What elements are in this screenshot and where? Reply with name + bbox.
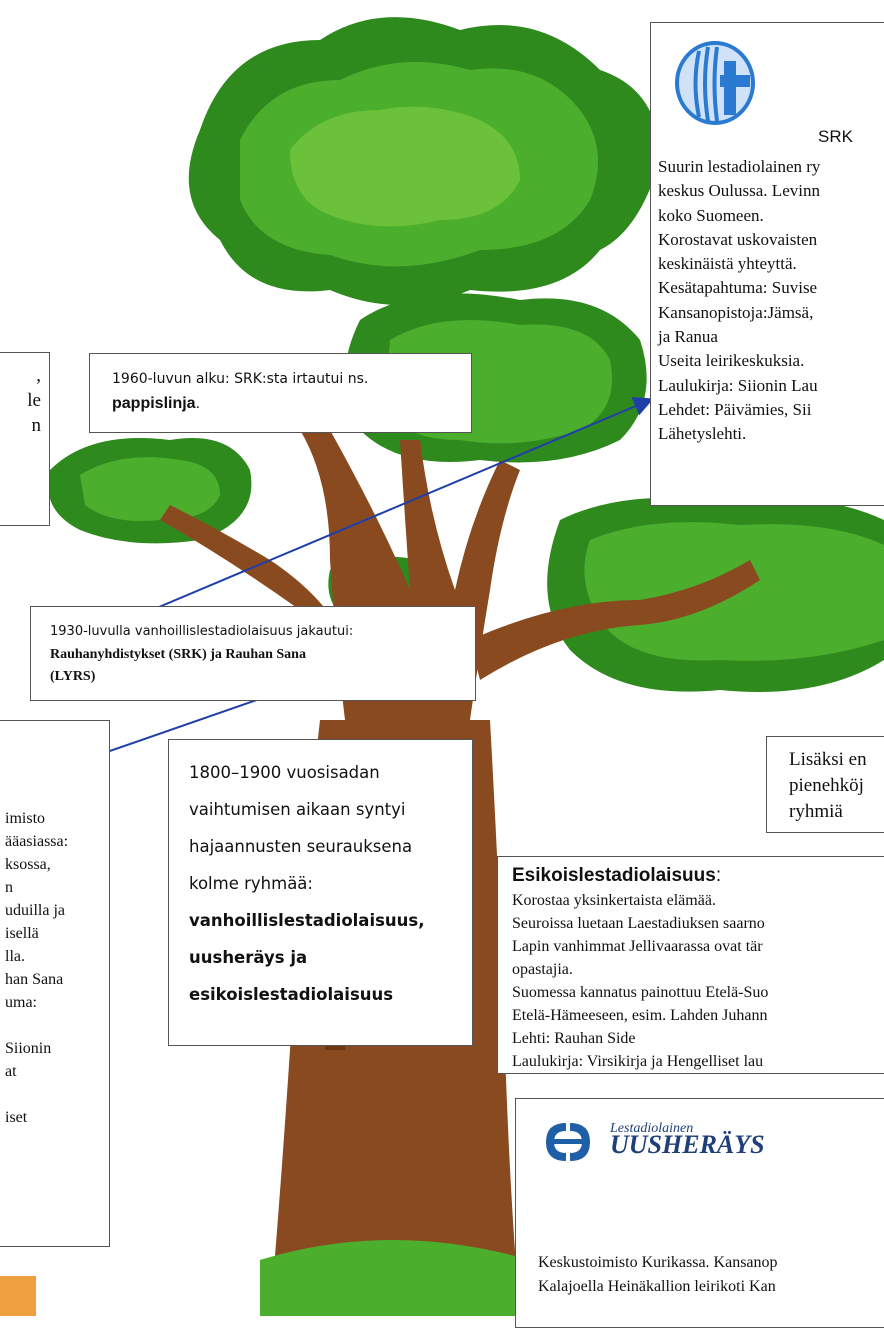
srk-line-8: ja Ranua: [658, 327, 718, 347]
uusheratys-logo-line-1: Lestadiolainen: [610, 1121, 694, 1136]
lisaksi-box: Lisäksi en pienehköj ryhmiä: [766, 736, 884, 833]
srk-line-1: Suurin lestadiolainen ry: [658, 157, 821, 176]
lyrs-box: imisto ääasiassa: ksossa, n uduilla ja i…: [0, 720, 110, 1247]
lyrs-line-4: n: [5, 879, 13, 896]
uusheratys-logo-icon: [546, 1123, 590, 1161]
split-1930-line-1: 1930-luvulla vanhoillislestadiolaisuus j…: [50, 624, 354, 639]
intro-group-1: vanhoillislestadiolaisuus,: [189, 911, 425, 930]
pappislinja-label: pappislinja: [112, 395, 196, 412]
intro-group-3: esikoislestadiolaisuus: [189, 985, 394, 1004]
left-top-line-3: n: [31, 415, 42, 436]
esikois-line-5: Suomessa kannatus painottuu Etelä-Suo: [512, 984, 769, 1001]
srk-line-2: keskus Oulussa. Levinn: [658, 181, 820, 201]
lisaksi-line-2: pienehköj: [789, 775, 864, 796]
split-1960-line-1: 1960-luvun alku: SRK:sta irtautui ns.: [112, 371, 369, 387]
esikois-line-8: Laulukirja: Virsikirja ja Hengelliset la…: [512, 1053, 764, 1070]
srk-logo-label: SRK: [818, 127, 853, 146]
lisaksi-line-3: ryhmiä: [789, 801, 843, 822]
left-top-box: , le n: [0, 352, 50, 526]
split-1960-box: 1960-luvun alku: SRK:sta irtautui ns. pa…: [89, 353, 472, 433]
lyrs-line-2: ääasiassa:: [5, 833, 69, 850]
intro-line-4: kolme ryhmää:: [189, 874, 313, 893]
lyrs-line-9: uma:: [5, 994, 37, 1011]
uusheratys-line-2: Kalajoella Heinäkallion leirikoti Kan: [538, 1278, 776, 1295]
srk-box: SRK Suurin lestadiolainen ry keskus Oulu…: [650, 22, 884, 506]
lyrs-line-12: at: [5, 1063, 17, 1080]
orange-corner-mark: [0, 1276, 36, 1316]
srk-logo: SRK: [658, 23, 884, 146]
esikois-line-6: Etelä-Hämeeseen, esim. Lahden Juhann: [512, 1007, 768, 1024]
pappislinja-period: .: [195, 395, 201, 412]
lyrs-line-6: isellä: [5, 925, 39, 942]
left-top-line-2: le: [27, 390, 41, 411]
uusheratys-box: Lestadiolainen UUSHERÄYS Keskustoimisto …: [515, 1098, 884, 1328]
lyrs-line-10: [5, 1014, 109, 1037]
srk-line-12: Lähetyslehti.: [658, 424, 747, 444]
uusheratys-logo: Lestadiolainen UUSHERÄYS: [538, 1099, 884, 1181]
esikois-title: Esikoislestadiolaisuus: [512, 865, 716, 886]
uusheratys-line-1: Keskustoimisto Kurikassa. Kansanop: [538, 1254, 778, 1271]
esikois-line-3: Lapin vanhimmat Jellivaarassa ovat tär: [512, 938, 763, 955]
lisaksi-line-1: Lisäksi en: [789, 749, 867, 770]
arrow-to-srk: [139, 397, 654, 616]
esikois-line-1: Korostaa yksinkertaista elämää.: [512, 892, 716, 909]
split-1930-line-3: (LYRS): [50, 669, 96, 684]
intro-line-2: vaihtumisen aikaan syntyi: [189, 800, 406, 819]
lyrs-line-14: iset: [5, 1109, 28, 1126]
srk-line-5: keskinäistä yhteyttä.: [658, 254, 797, 274]
split-1930-box: 1930-luvulla vanhoillislestadiolaisuus j…: [30, 606, 476, 701]
esikois-line-4: opastajia.: [512, 961, 573, 978]
lyrs-line-3: ksossa,: [5, 856, 51, 873]
lyrs-line-7: lla.: [5, 948, 25, 965]
srk-line-11: Lehdet: Päivämies, Sii: [658, 399, 812, 419]
lyrs-line-11: Siionin: [5, 1040, 52, 1057]
split-1930-line-2: Rauhanyhdistykset (SRK) ja Rauhan Sana: [50, 647, 306, 662]
srk-line-4: Korostavat uskovaisten: [658, 229, 818, 249]
esikois-box: Esikoislestadiolaisuus: Korostaa yksinke…: [497, 856, 884, 1074]
srk-line-7: Kansanopistoja:Jämsä,: [658, 302, 814, 322]
srk-line-10: Laulukirja: Siionin Lau: [658, 375, 818, 395]
intro-box: 1800–1900 vuosisadan vaihtumisen aikaan …: [168, 739, 473, 1046]
esikois-title-colon: :: [715, 865, 722, 886]
lyrs-line-1: imisto: [5, 810, 46, 827]
srk-line-6: Kesätapahtuma: Suvise: [658, 278, 818, 298]
srk-line-9: Useita leirikeskuksia.: [658, 351, 805, 371]
esikois-line-7: Lehti: Rauhan Side: [512, 1030, 636, 1047]
srk-line-3: koko Suomeen.: [658, 205, 764, 225]
left-top-line-1: ,: [36, 365, 41, 386]
lyrs-line-13: [5, 1083, 109, 1106]
lyrs-line-5: uduilla ja: [5, 902, 65, 919]
srk-logo-icon: [675, 41, 755, 125]
intro-line-3: hajaannusten seurauksena: [189, 837, 413, 856]
lyrs-line-8: han Sana: [5, 971, 64, 988]
esikois-line-2: Seuroissa luetaan Laestadiuksen saarno: [512, 915, 765, 932]
intro-group-2: uusheräys ja: [189, 948, 308, 967]
uusheratys-logo-line-2: UUSHERÄYS: [610, 1130, 765, 1159]
intro-line-1: 1800–1900 vuosisadan: [189, 763, 380, 782]
